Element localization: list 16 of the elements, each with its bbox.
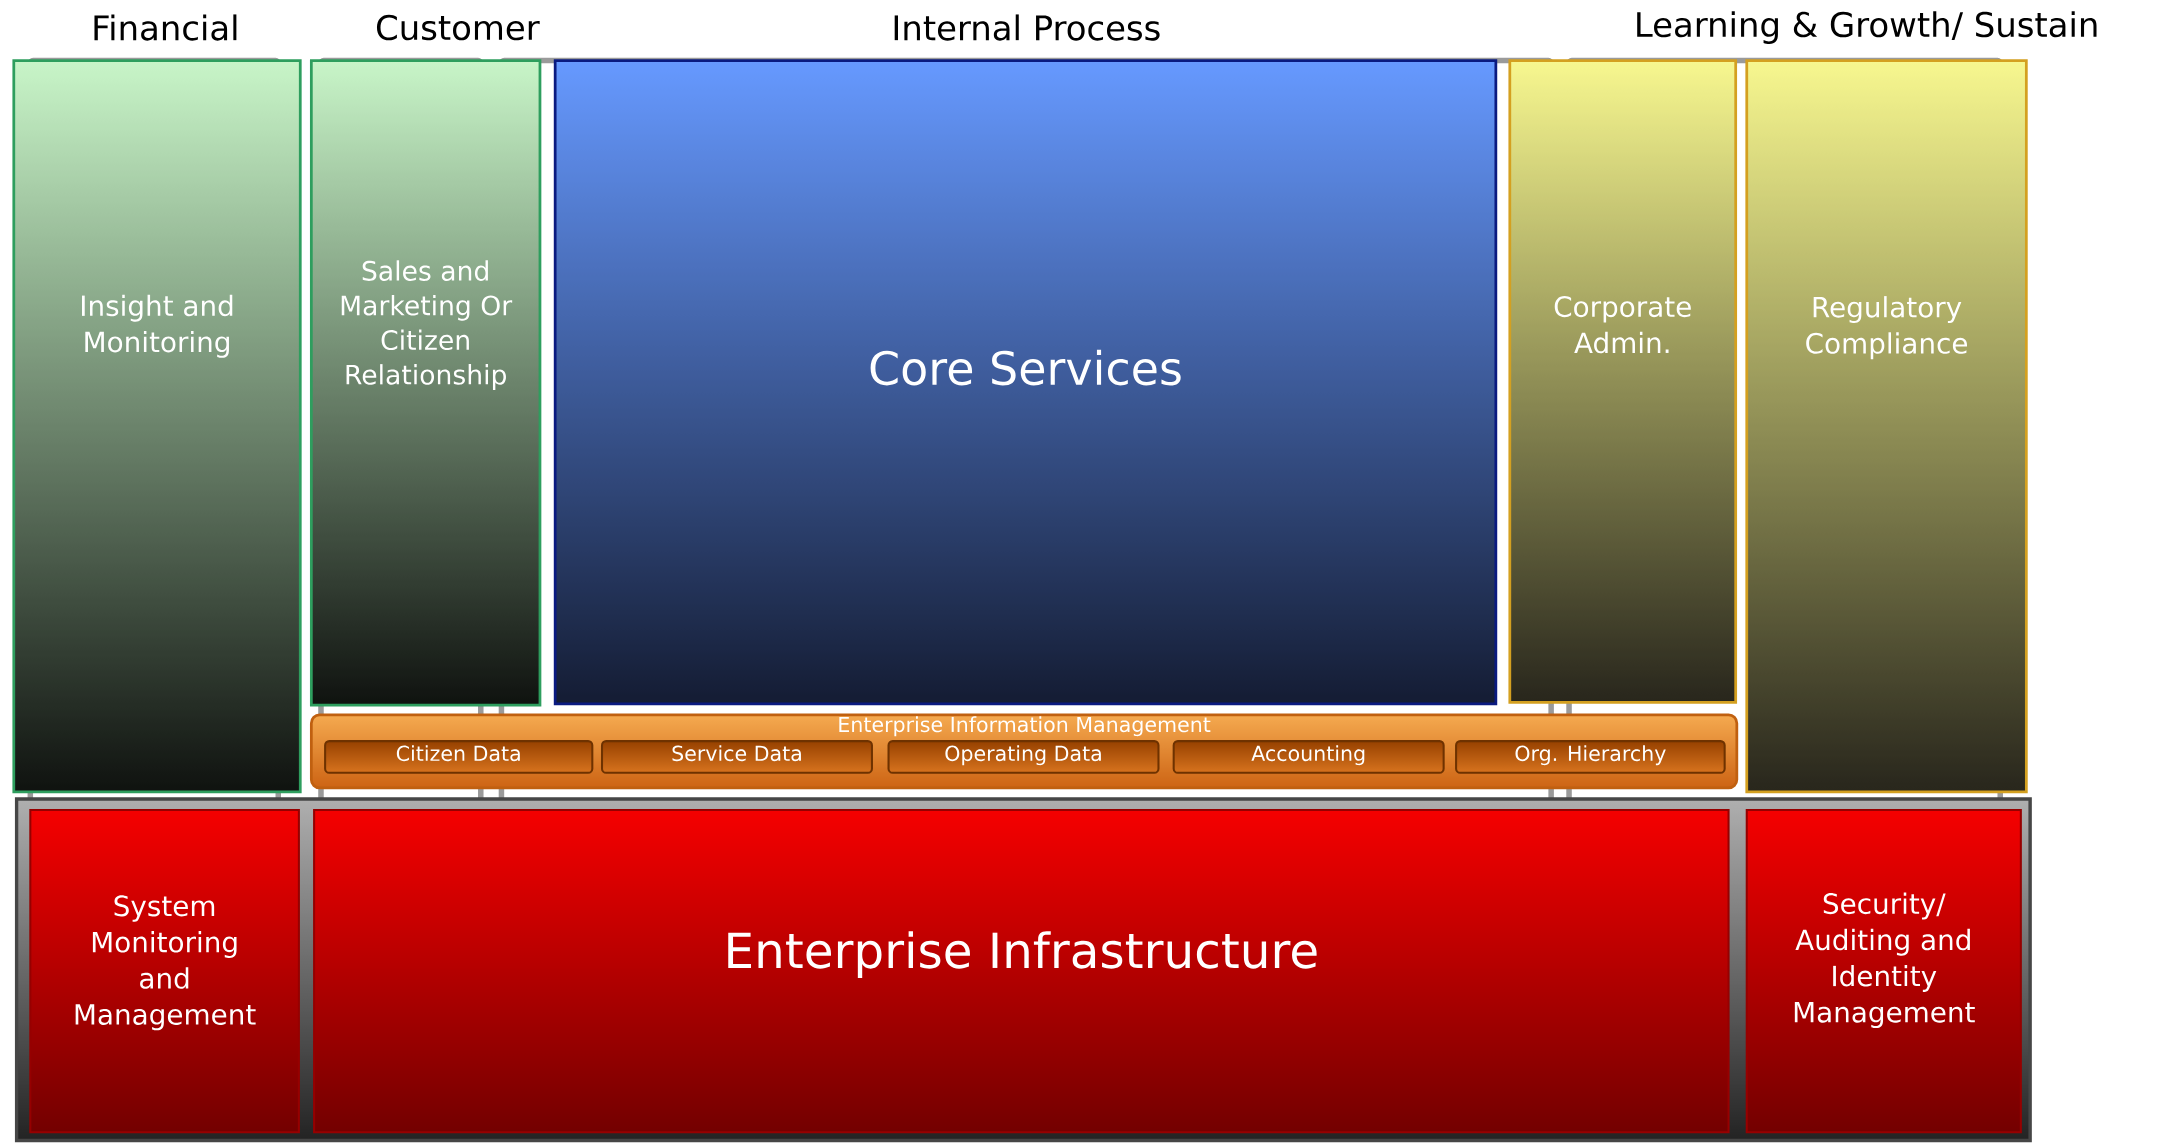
column-box: Sales and Marketing Or Citizen Relationship bbox=[309, 59, 542, 707]
core-box: Core Services bbox=[553, 59, 1498, 705]
data-box: Citizen Data bbox=[324, 739, 594, 774]
data-box: Accounting bbox=[1172, 739, 1445, 774]
column-box: Regulatory Compliance bbox=[1745, 59, 2028, 794]
infrastructure-box: System Monitoring and Management bbox=[29, 808, 300, 1134]
column-heading: Customer bbox=[376, 14, 540, 41]
data-box: Service Data bbox=[600, 739, 873, 774]
column-heading: Learning & Growth/ Sustain bbox=[1637, 10, 2097, 44]
data-box: Operating Data bbox=[887, 739, 1160, 774]
column-box: Corporate Admin. bbox=[1508, 59, 1738, 704]
infrastructure-box: Security/ Auditing and Identity Management bbox=[1745, 808, 2022, 1134]
column-box: Insight and Monitoring bbox=[12, 59, 302, 794]
data-box: Org. Hierarchy bbox=[1455, 739, 1726, 774]
infrastructure-box: Enterprise Infrastructure bbox=[313, 808, 1730, 1134]
column-heading: Financial bbox=[94, 14, 237, 41]
